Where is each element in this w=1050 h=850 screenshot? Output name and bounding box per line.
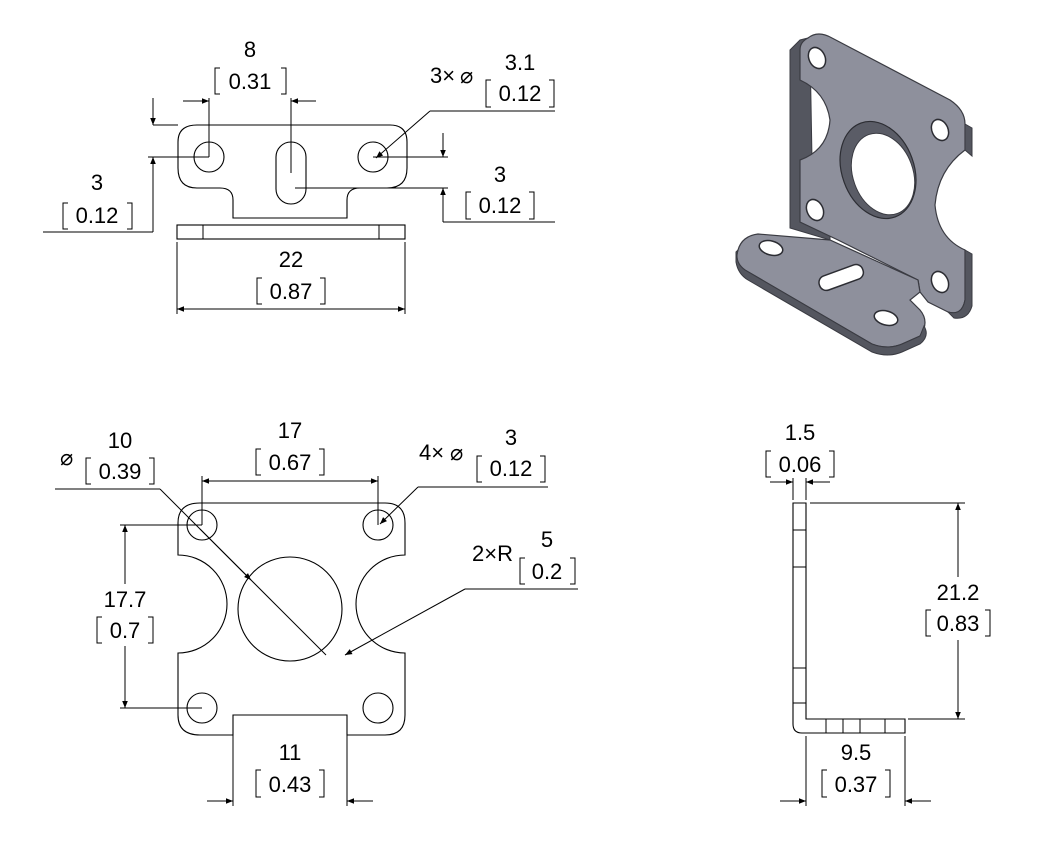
svg-text:3: 3: [505, 425, 517, 450]
svg-text:3: 3: [91, 170, 103, 195]
svg-text:0.12: 0.12: [490, 456, 533, 481]
dim-front-hole-diameter: 4× ⌀ 3 0.12: [379, 425, 548, 525]
svg-text:0.12: 0.12: [499, 81, 542, 106]
dim-top-edge-left: 3 0.12: [43, 98, 209, 233]
svg-text:0.43: 0.43: [269, 772, 312, 797]
dim-top-hole-diameter: 3× ⌀ 3.1 0.12: [375, 50, 555, 159]
svg-text:2×R: 2×R: [472, 541, 513, 566]
isometric-view: [735, 33, 973, 356]
svg-text:4×: 4×: [419, 440, 444, 465]
side-view: 1.5 0.06 21.2 0.83 9.5 0.37: [765, 420, 994, 806]
svg-text:0.7: 0.7: [110, 618, 141, 643]
top-base-plate: [176, 224, 406, 240]
svg-text:21.2: 21.2: [937, 580, 980, 605]
svg-text:0.31: 0.31: [229, 69, 272, 94]
svg-text:0.2: 0.2: [532, 559, 563, 584]
svg-text:0.83: 0.83: [937, 611, 980, 636]
svg-text:17.7: 17.7: [104, 587, 147, 612]
svg-text:0.37: 0.37: [835, 772, 878, 797]
side-profile: [792, 502, 906, 734]
dim-front-hole-spacing-v: 17.7 0.7: [95, 524, 202, 709]
top-view: 8 0.31 3× ⌀ 3.1 0.12 3 0.12: [43, 37, 555, 314]
svg-text:0.06: 0.06: [779, 452, 822, 477]
svg-text:⌀: ⌀: [60, 446, 73, 471]
svg-text:0.12: 0.12: [76, 203, 119, 228]
svg-text:10: 10: [108, 428, 132, 453]
front-plate-outline: [177, 502, 406, 736]
svg-text:3: 3: [494, 162, 506, 187]
dim-bore-diameter: ⌀ 10 0.39: [55, 428, 327, 656]
svg-text:9.5: 9.5: [841, 740, 872, 765]
svg-text:0.67: 0.67: [269, 450, 312, 475]
dim-side-depth: 9.5 0.37: [780, 736, 931, 806]
svg-text:0.39: 0.39: [99, 459, 142, 484]
svg-text:3×: 3×: [430, 63, 455, 88]
front-view: ⌀ 10 0.39 17 0.67 4× ⌀ 3 0.12: [55, 418, 578, 806]
svg-text:1.5: 1.5: [785, 420, 816, 445]
dim-top-width: 22 0.87: [176, 242, 406, 314]
dim-front-slot-width: 11 0.43: [207, 735, 373, 806]
svg-text:⌀: ⌀: [460, 64, 473, 89]
dim-top-edge-right: 3 0.12: [295, 133, 555, 223]
svg-text:8: 8: [244, 37, 256, 62]
svg-text:0.12: 0.12: [479, 193, 522, 218]
dim-front-cutout-radius: 2×R 5 0.2: [344, 527, 578, 656]
svg-text:17: 17: [278, 418, 302, 443]
svg-text:5: 5: [541, 527, 553, 552]
svg-text:⌀: ⌀: [450, 441, 463, 466]
dim-top-hole-spacing: 8 0.31: [183, 37, 316, 173]
svg-text:22: 22: [279, 247, 303, 272]
dim-side-height: 21.2 0.83: [810, 502, 994, 720]
svg-text:11: 11: [279, 740, 302, 765]
svg-text:3.1: 3.1: [505, 50, 536, 75]
svg-text:0.87: 0.87: [270, 279, 313, 304]
front-bore: [237, 556, 343, 662]
dim-front-hole-spacing-h: 17 0.67: [201, 418, 379, 525]
dim-side-thickness: 1.5 0.06: [765, 420, 835, 500]
